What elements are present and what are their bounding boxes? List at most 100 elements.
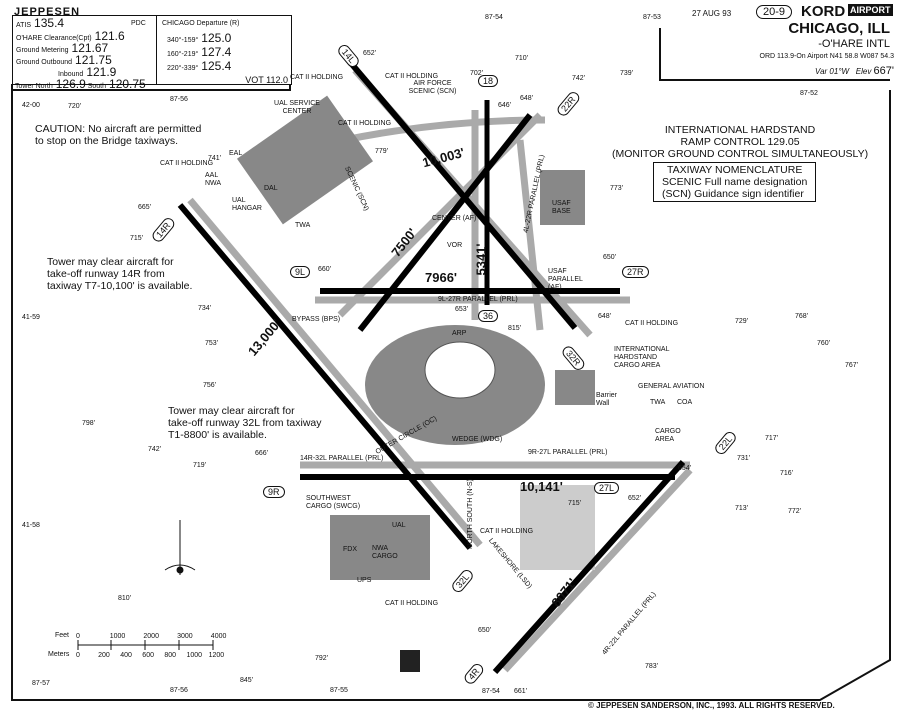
elevation-label: 815' <box>508 325 522 332</box>
runway-length-9r: 10,141' <box>520 479 563 494</box>
twa-label: TWA <box>295 222 311 229</box>
copyright: © JEPPESEN SANDERSON, INC., 1993. ALL RI… <box>588 701 835 710</box>
elevation-label: 773' <box>610 185 624 192</box>
runway-end-27r: 27R <box>622 266 649 278</box>
elevation-label: 779' <box>375 148 389 155</box>
elevation-label: 710' <box>515 55 529 62</box>
scale-meters-tick: 200 <box>98 652 110 659</box>
scale-feet-label: Feet <box>55 632 70 639</box>
departure-title: CHICAGO Departure (R) <box>162 20 240 27</box>
elevation-label: 798' <box>82 420 96 427</box>
cat2-holding-label: CAT II HOLDING <box>385 600 439 607</box>
scale-feet-tick: 2000 <box>143 633 159 640</box>
airport-badge: AIRPORT <box>848 4 893 16</box>
elevation-label: 650' <box>603 254 617 261</box>
departure-sector: 340°-159° <box>167 37 199 44</box>
ual-label: UAL <box>392 522 406 529</box>
scale-meters-tick: 0 <box>76 652 80 659</box>
metering-label: Ground Metering <box>16 47 69 54</box>
cat2-holding-label: CAT II HOLDING <box>625 320 679 327</box>
outbound-label: Ground Outbound <box>16 59 73 66</box>
elevation-label: 783' <box>645 663 659 670</box>
note-line: CAUTION: No aircraft are permitted <box>35 123 202 135</box>
usaf-base: USAF BASE <box>552 200 571 215</box>
intl-hardstand-cargo: INTERNATIONAL HARDSTAND CARGO AREA <box>614 346 670 369</box>
atis-freq: 135.4 <box>34 16 65 30</box>
elevation-label: 810' <box>118 595 132 602</box>
elevation-label: 742' <box>572 75 586 82</box>
lon-label: 87-54 <box>482 688 500 695</box>
elevation-label: 715' <box>130 235 144 242</box>
departure-freq: 125.0 <box>201 31 232 45</box>
elevation-label: 716' <box>780 470 794 477</box>
lat-label: 41-59 <box>22 314 40 321</box>
elevation-label: 713' <box>735 505 749 512</box>
vot-freq: VOT 112.0 <box>245 75 288 85</box>
elevation-label: 648' <box>520 95 534 102</box>
inbound-label: Inbound <box>58 71 84 78</box>
note-line: take-off runway 14R from <box>47 268 165 280</box>
scale-feet-tick: 0 <box>76 633 80 640</box>
cat2-holding-label: CAT II HOLDING <box>385 73 439 80</box>
variation: Var 01°W <box>815 67 850 76</box>
elevation-label: 753' <box>205 340 219 347</box>
arp-label: ARP <box>452 330 467 337</box>
outbound-freq: 121.75 <box>75 53 112 67</box>
departure-sector: 220°-339° <box>167 65 199 72</box>
north-south-taxiway: NORTH SOUTH (N-S) <box>466 479 474 549</box>
lon-label: 87-53 <box>643 14 661 21</box>
note-line: RAMP CONTROL 129.05 <box>680 136 800 148</box>
coa-label: COA <box>677 399 693 406</box>
note-line: (SCN) Guidance sign identifier <box>662 188 804 200</box>
scale-meters-tick: 400 <box>120 652 132 659</box>
ual-service-center: UAL SERVICE CENTER <box>274 100 320 115</box>
elevation-label: 648' <box>598 313 612 320</box>
departure-freq: 127.4 <box>201 45 232 59</box>
lon-label: 87-57 <box>32 680 50 687</box>
elevation-label: 760' <box>817 340 831 347</box>
tower-south-label: South <box>87 83 107 90</box>
southwest-cargo: SOUTHWEST CARGO (SWCG) <box>306 495 361 510</box>
tower-north-label: Tower North <box>15 83 53 90</box>
lon-label: 87-56 <box>170 687 188 694</box>
elevation-label: 756' <box>203 382 217 389</box>
scale-meters-label: Meters <box>48 651 70 658</box>
note-line: T1-8800' is available. <box>168 429 267 441</box>
cat2-holding-label: CAT II HOLDING <box>160 160 214 167</box>
elevation-label: 739' <box>620 70 634 77</box>
elevation-label: 772' <box>788 508 802 515</box>
elevation-label: 665' <box>138 204 152 211</box>
general-aviation: GENERAL AVIATION <box>638 383 705 390</box>
city-name: CHICAGO, ILL <box>788 20 890 37</box>
parallel-14r-32l: 14R-32L PARALLEL (PRL) <box>300 455 384 462</box>
parallel-9r-27l: 9R-27L PARALLEL (PRL) <box>528 449 608 456</box>
scale-feet-tick: 3000 <box>177 633 193 640</box>
elevation-label: 652' <box>628 495 642 502</box>
elevation-label: 767' <box>845 362 859 369</box>
cat2-holding-label: CAT II HOLDING <box>338 120 392 127</box>
bypass-taxiway: BYPASS (BPS) <box>292 316 341 323</box>
scale-meters-tick: 600 <box>142 652 154 659</box>
elevation-label: 741' <box>208 155 222 162</box>
elevation-label: 702' <box>470 70 484 77</box>
runway-14r-32l <box>177 203 473 550</box>
elevation-label: 661' <box>514 688 528 695</box>
runway-end-36: 36 <box>478 310 499 322</box>
elevation-label: 720' <box>68 103 82 110</box>
tower-south-freq: 120.75 <box>109 77 146 91</box>
elevation-label: 653' <box>455 306 469 313</box>
terminal-area <box>237 95 595 672</box>
elevation-label: 652' <box>363 50 377 57</box>
note-line: INTERNATIONAL HARDSTAND <box>664 124 816 136</box>
elevation-label: 666' <box>255 450 269 457</box>
elevation-label: 717' <box>765 435 779 442</box>
aal-nwa-label: AAL NWA <box>205 172 222 187</box>
elevation-label: 646' <box>498 102 512 109</box>
metering-freq: 121.67 <box>71 41 109 55</box>
lon-label: 87-54 <box>485 14 503 21</box>
